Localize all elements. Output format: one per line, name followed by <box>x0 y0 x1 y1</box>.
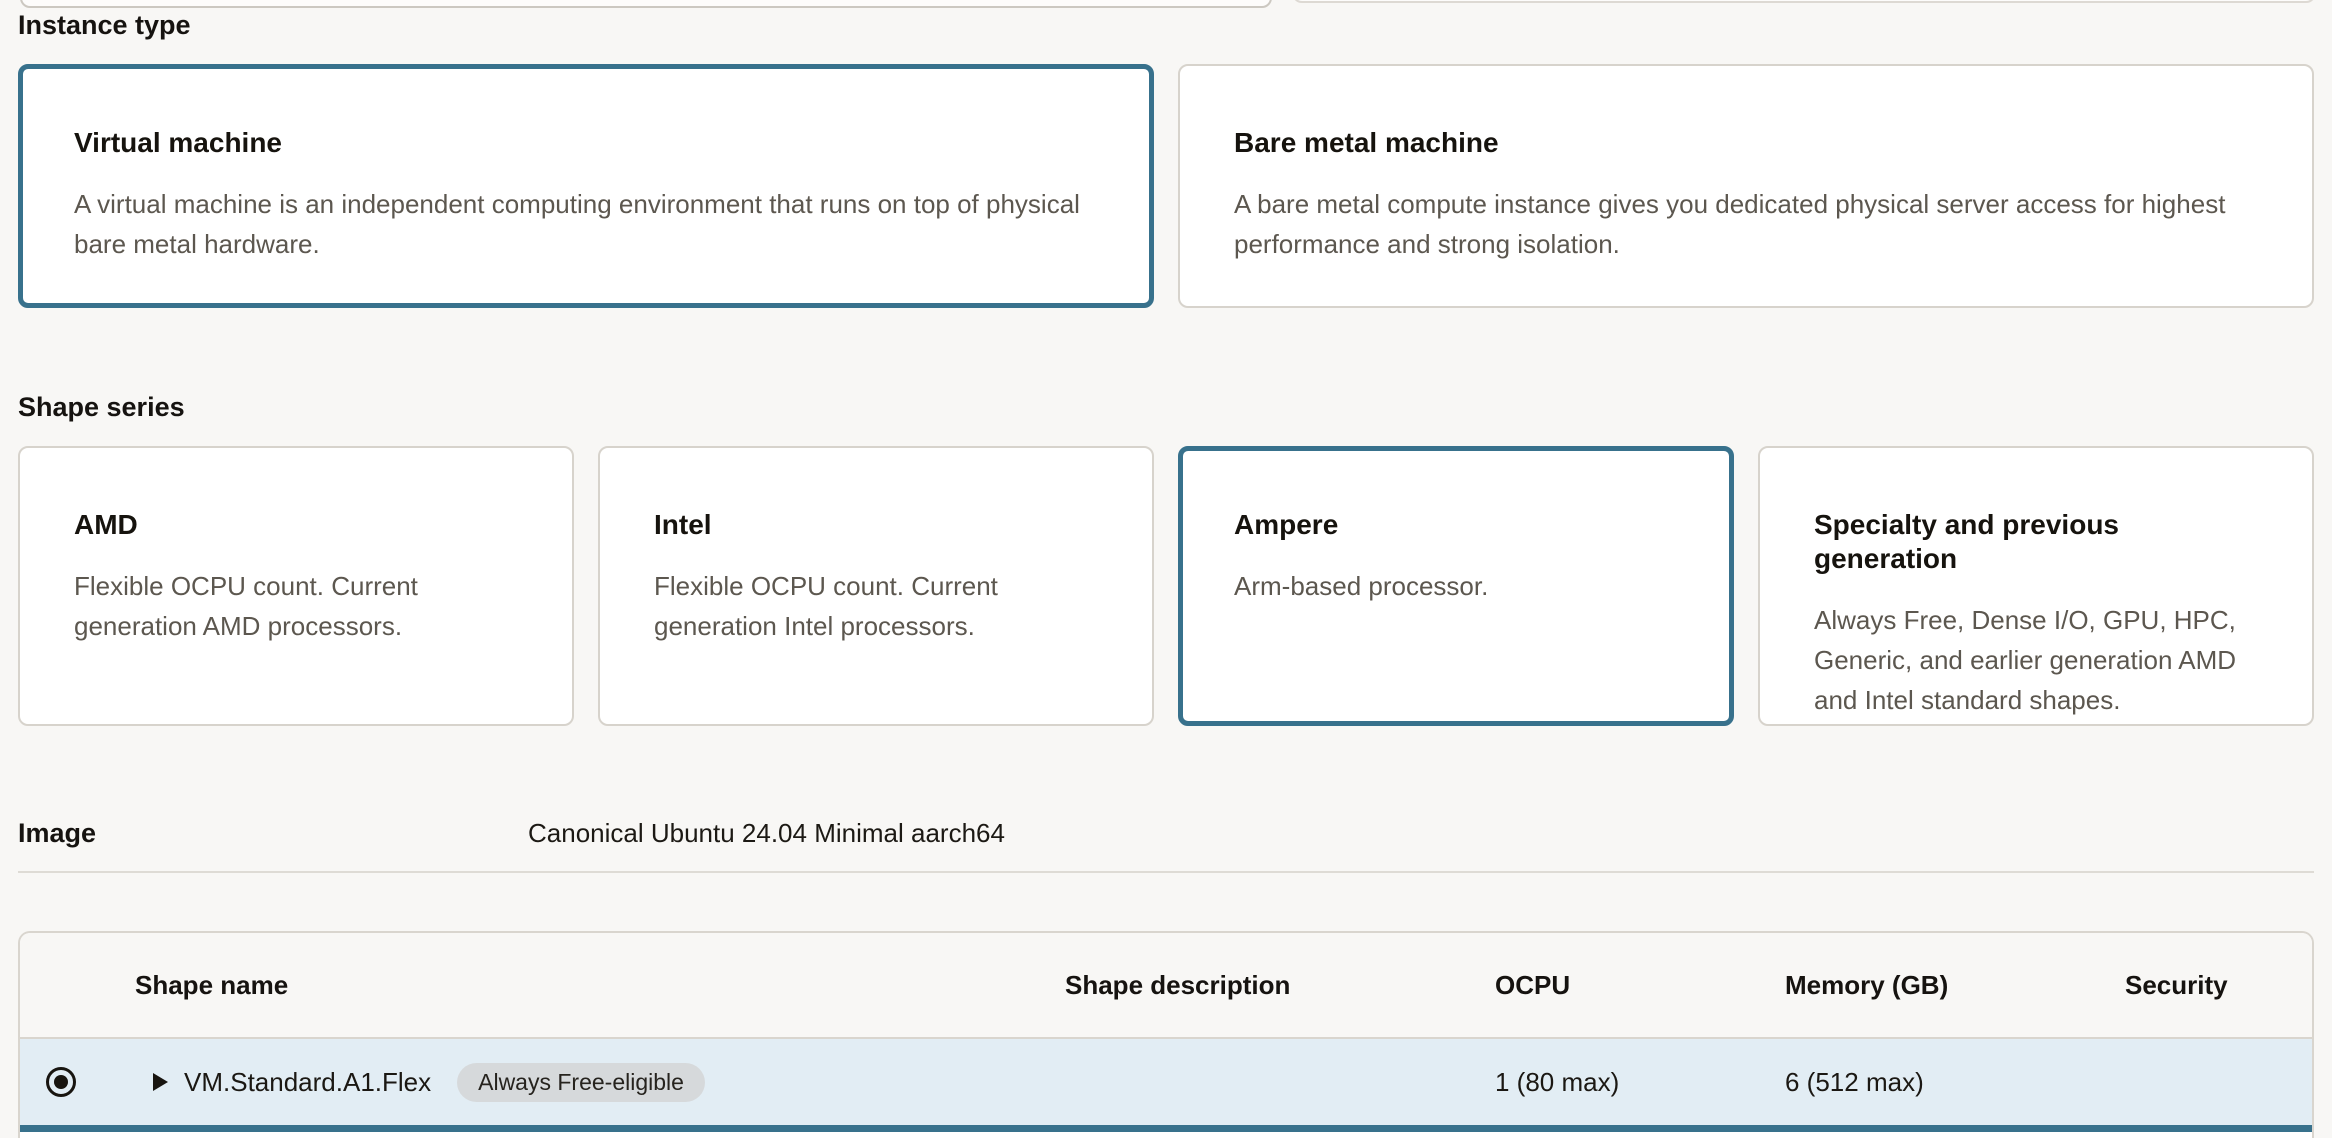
shape-table-header: Shape name Shape description OCPU Memory… <box>20 933 2312 1039</box>
card-title: Specialty and previous generation <box>1814 509 2119 574</box>
image-value: Canonical Ubuntu 24.04 Minimal aarch64 <box>528 818 1005 848</box>
header-shape-name: Shape name <box>135 969 289 1000</box>
card-title: AMD <box>74 509 138 540</box>
instance-type-cards: Virtual machine A virtual machine is an … <box>18 64 2314 308</box>
shape-table: Shape name Shape description OCPU Memory… <box>18 931 2314 1138</box>
card-title: Ampere <box>1234 509 1339 540</box>
card-amd[interactable]: AMD Flexible OCPU count. Current generat… <box>18 446 574 726</box>
image-label: Image <box>18 818 97 848</box>
shape-series-heading: Shape series <box>18 392 185 422</box>
card-virtual-machine[interactable]: Virtual machine A virtual machine is an … <box>18 64 1154 308</box>
ocpu-cell: 1 (80 max) <box>1495 1066 1620 1097</box>
card-title: Bare metal machine <box>1234 127 1499 158</box>
expand-caret-icon[interactable] <box>153 1073 168 1091</box>
card-description: Flexible OCPU count. Current generation … <box>654 571 998 641</box>
shape-name-text: VM.Standard.A1.Flex <box>184 1066 432 1097</box>
always-free-badge: Always Free-eligible <box>457 1062 705 1102</box>
card-description: Always Free, Dense I/O, GPU, HPC, Generi… <box>1814 605 2237 715</box>
card-description: Flexible OCPU count. Current generation … <box>74 571 418 641</box>
section-divider <box>18 871 2314 873</box>
instance-type-heading: Instance type <box>18 10 191 40</box>
cutoff-element-above-right <box>1292 0 2316 3</box>
card-bare-metal-machine[interactable]: Bare metal machine A bare metal compute … <box>1178 64 2314 308</box>
card-specialty-previous-generation[interactable]: Specialty and previous generation Always… <box>1758 446 2314 726</box>
image-row: Image Canonical Ubuntu 24.04 Minimal aar… <box>18 818 2314 849</box>
header-shape-description: Shape description <box>1065 969 1291 1000</box>
card-ampere[interactable]: Ampere Arm-based processor. <box>1178 446 1734 726</box>
shape-series-cards: AMD Flexible OCPU count. Current generat… <box>18 446 2314 726</box>
radio-dot <box>54 1075 68 1089</box>
header-ocpu: OCPU <box>1495 969 1571 1000</box>
cutoff-element-above-left <box>20 0 1272 8</box>
header-memory: Memory (GB) <box>1785 969 1949 1000</box>
shape-name-cell: VM.Standard.A1.Flex Always Free-eligible <box>135 1062 1065 1102</box>
radio-button-selected[interactable] <box>46 1067 76 1097</box>
card-title: Intel <box>654 509 712 540</box>
card-intel[interactable]: Intel Flexible OCPU count. Current gener… <box>598 446 1154 726</box>
memory-cell: 6 (512 max) <box>1785 1066 1924 1097</box>
card-description: A bare metal compute instance gives you … <box>1234 189 2226 259</box>
card-description: Arm-based processor. <box>1234 571 1489 601</box>
selected-row-accent-line <box>20 1125 2312 1132</box>
card-title: Virtual machine <box>74 127 283 158</box>
row-select-cell <box>20 1067 135 1097</box>
table-row-vm-standard-a1-flex[interactable]: VM.Standard.A1.Flex Always Free-eligible… <box>20 1039 2312 1125</box>
card-description: A virtual machine is an independent comp… <box>74 189 1080 259</box>
header-security: Security <box>2125 969 2228 1000</box>
